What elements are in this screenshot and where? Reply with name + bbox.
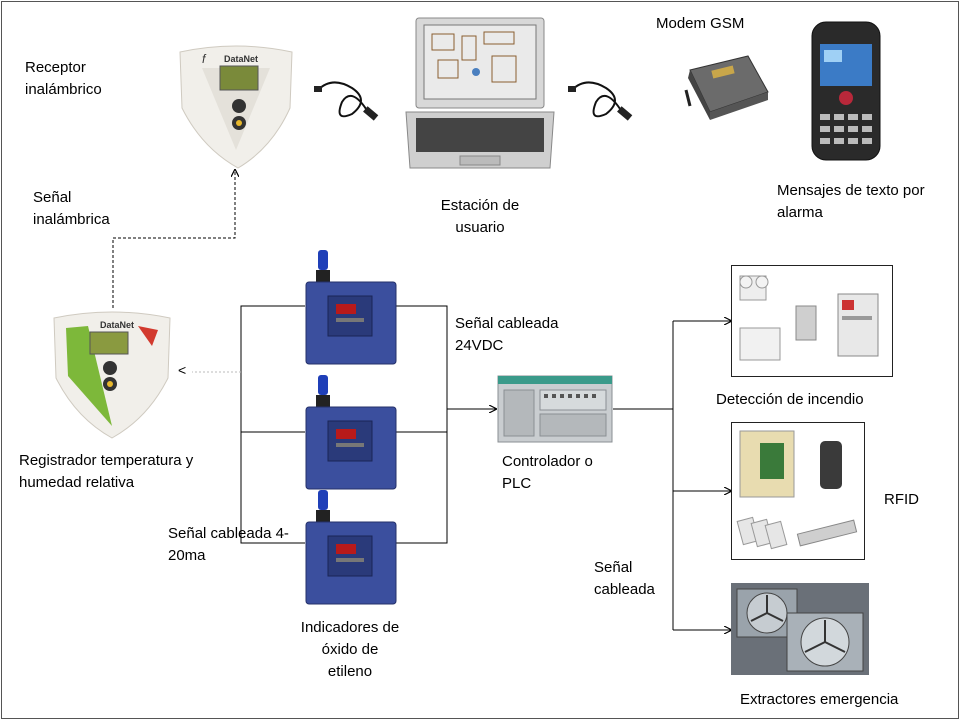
user-station-label: Estación de usuario: [440, 197, 520, 236]
extractors-label: Extractores emergencia: [740, 691, 899, 708]
plc-controller-device: [497, 375, 613, 443]
receiver-label: Receptor inalámbrico: [25, 59, 102, 98]
wireless-signal-label: Señal inalámbrica: [33, 189, 110, 228]
rfid-box: [731, 422, 865, 560]
eo-indicator-2: [305, 375, 397, 490]
receiver-brand-text: DataNet: [224, 54, 259, 64]
emergency-extractors-image: [731, 583, 869, 675]
usb-cable-icon-2: [568, 81, 633, 121]
gsm-modem-device: [684, 55, 769, 120]
sensor-left-bus: [240, 305, 305, 544]
wireless-signal-line: [112, 170, 235, 308]
fire-detection-label: Detección de incendio: [716, 391, 864, 408]
logger-brand-text: DataNet: [100, 320, 135, 330]
receiver-logo: f: [202, 52, 206, 66]
eo-indicators-label: Indicadores de óxido de etileno: [300, 619, 400, 680]
user-station-laptop: [402, 16, 558, 176]
wired-signal-label: Señal cableada: [594, 559, 655, 598]
logger-label: Registrador temperatura y humedad relati…: [19, 452, 194, 491]
logger-input-arrow-glyph: <: [178, 362, 187, 378]
sms-alarm-label: Mensajes de texto por alarma: [777, 182, 925, 221]
mobile-phone-device: [811, 21, 881, 161]
sensor-right-bus: [396, 305, 448, 544]
temperature-logger-device: DataNet: [48, 306, 176, 440]
eo-indicator-3: [305, 490, 397, 605]
rfid-label: RFID: [884, 491, 919, 508]
fire-detection-box: [731, 265, 893, 377]
gsm-modem-label: Modem GSM: [656, 15, 745, 32]
wireless-receiver-device: DataNet f: [172, 38, 300, 170]
eo-indicator-1: [305, 250, 397, 365]
usb-cable-icon: [314, 81, 379, 121]
analog-signal-label: Señal cableada 4-20ma: [168, 525, 289, 564]
plc-label: Controlador o PLC: [502, 453, 593, 492]
dc-signal-label: Señal cableada 24VDC: [455, 315, 559, 354]
